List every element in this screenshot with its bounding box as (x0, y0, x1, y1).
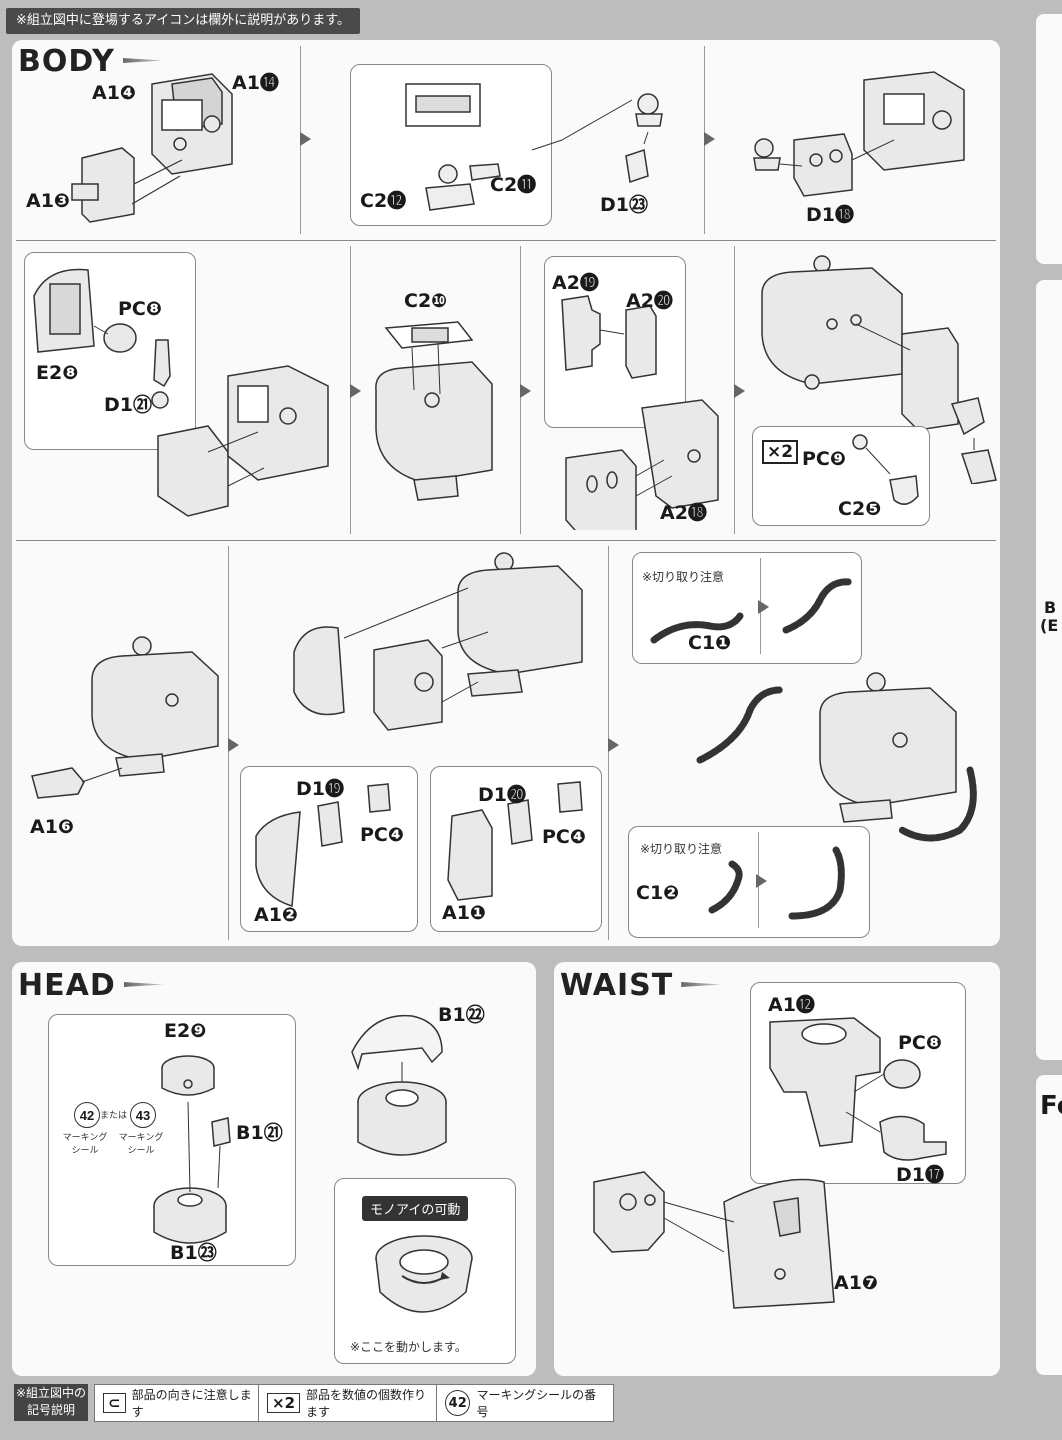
part-label-b1-23: B1㉓ (170, 1242, 217, 1264)
part-label-a2-19: A2⓳ (552, 272, 599, 294)
body-part-drawing-13 (708, 846, 845, 920)
part-label-a1-2: A1❷ (254, 904, 299, 926)
fragment-label-b: B (1044, 598, 1057, 617)
head-panel: HEAD E2❾ B1㉑ B1㉓ B1㉒ 42 または 43 マーキングシール … (12, 962, 536, 1376)
part-label-d1-23: D1㉓ (600, 194, 648, 216)
step-arrow (300, 132, 311, 146)
part-label-d1-20: D1⓴ (478, 784, 526, 806)
step-arrow (734, 384, 745, 398)
waist-part-drawing (593, 1017, 947, 1309)
part-label-e2-9: E2❾ (164, 1020, 207, 1042)
step-arrow (758, 600, 769, 614)
part-label-pc8: PC❽ (118, 298, 162, 320)
part-label-a1-6: A1❻ (30, 816, 75, 838)
cut-caution-note-2: ※切り取り注意 (640, 842, 723, 856)
body-part-drawing-8 (852, 434, 919, 505)
part-label-a1-14: A1⓮ (232, 72, 279, 94)
legend-item-orientation: ⊂ 部品の向きに注意します (94, 1384, 262, 1422)
part-label-c2-11: C2⓫ (490, 174, 537, 196)
part-label-c1-1: C1❶ (688, 632, 732, 654)
step-arrow (350, 384, 361, 398)
cut-caution-note-1: ※切り取り注意 (642, 570, 725, 584)
next-page-fragment-1 (1036, 14, 1062, 264)
row-divider-2 (16, 540, 996, 541)
body-section-title: BODY (18, 44, 115, 79)
top-note: ※組立図中に登場するアイコンは欄外に説明があります。 (6, 8, 360, 34)
body-part-drawing-2 (405, 83, 663, 211)
part-label-pc4-a: PC❹ (360, 824, 404, 846)
marking-or-text: または (100, 1111, 128, 1121)
part-label-a1-12: A1⓬ (768, 994, 815, 1016)
legend-text-multiplier: 部品を数値の個数作ります (306, 1388, 427, 1419)
part-label-pc9: PC❾ (802, 448, 846, 470)
fragment-label-fo: Fo (1040, 1091, 1062, 1121)
sub-assembly-box (632, 552, 862, 664)
legend-item-marking: 42 マーキングシールの番号 (436, 1384, 614, 1422)
body-part-drawing-1 (71, 73, 233, 223)
mono-eye-move-note: ※ここを動かします。 (350, 1340, 467, 1354)
marking-seal-label-a: マーキングシール (62, 1133, 108, 1156)
body-part-drawing-7 (761, 255, 997, 484)
legend-text-marking: マーキングシールの番号 (476, 1388, 597, 1419)
body-part-drawing-3 (753, 71, 965, 197)
marking-number-42: 42 (74, 1102, 100, 1128)
waist-section-title: WAIST (560, 968, 674, 1003)
part-label-b1-22: B1㉒ (438, 1004, 485, 1026)
part-label-d1-18: D1⓲ (806, 204, 854, 226)
step-arrow (756, 874, 767, 888)
part-label-c2-10: C2❿ (404, 290, 448, 312)
legend-item-multiplier: ×2 部品を数値の個数作ります (258, 1384, 444, 1422)
part-label-a2-20: A2⓴ (626, 290, 673, 312)
legend-text-orientation: 部品の向きに注意します (131, 1388, 252, 1419)
fragment-label-be: (E (1040, 616, 1059, 635)
marking-number-icon: 42 (445, 1390, 471, 1416)
orientation-icon: ⊂ (103, 1393, 126, 1413)
head-section-title: HEAD (18, 968, 116, 1003)
step-arrow (520, 384, 531, 398)
part-label-c2-5: C2❺ (838, 498, 882, 520)
part-label-c1-2: C1❷ (636, 882, 680, 904)
body-part-drawing-6 (561, 295, 719, 530)
part-label-pc8-waist: PC❽ (898, 1032, 942, 1054)
body-part-drawing-12 (650, 578, 977, 842)
part-label-d1-21: D1㉑ (104, 394, 152, 416)
body-part-drawing-11 (255, 781, 583, 907)
body-part-drawing-10 (293, 552, 583, 731)
part-label-e2-8: E2❽ (36, 362, 79, 384)
body-panel: BODY A1❹ A1⓮ A1❸ (12, 40, 1000, 946)
part-label-a1-3: A1❸ (26, 190, 71, 212)
body-part-drawing-5 (375, 321, 493, 501)
part-label-a1-7: A1❼ (834, 1272, 879, 1294)
body-part-drawing-9 (31, 636, 219, 799)
row-divider-1 (16, 240, 996, 241)
sub-assembly-box (628, 826, 870, 938)
head-part-drawing (153, 1014, 447, 1244)
part-label-d1-19: D1⓳ (296, 778, 344, 800)
legend-header: ※組立図中の記号説明 (14, 1384, 88, 1421)
marking-number-43: 43 (130, 1102, 156, 1128)
marking-seal-label-b: マーキングシール (118, 1133, 164, 1156)
step-arrow (608, 738, 619, 752)
part-label-d1-17: D1⓱ (896, 1164, 944, 1186)
step-arrow (228, 738, 239, 752)
next-page-fragment-3: Fo (1036, 1075, 1062, 1375)
next-page-fragment-2: B (E (1036, 280, 1062, 1060)
part-label-b1-21: B1㉑ (236, 1122, 283, 1144)
multiplier-icon: ×2 (267, 1393, 301, 1413)
mono-eye-drawing (375, 1235, 473, 1313)
part-label-a1-1: A1❶ (442, 902, 487, 924)
part-label-pc4-b: PC❹ (542, 826, 586, 848)
waist-panel: WAIST A1⓬ PC❽ D1⓱ A1❼ (554, 962, 1000, 1376)
part-label-a2-18: A2⓲ (660, 502, 707, 524)
part-label-c2-12: C2⓬ (360, 190, 407, 212)
mono-eye-tag: モノアイの可動 (362, 1196, 469, 1221)
part-label-a1-4: A1❹ (92, 82, 137, 104)
multiplier-x2-icon: ×2 (762, 440, 799, 464)
body-part-drawing-4 (33, 268, 329, 517)
step-arrow (704, 132, 715, 146)
